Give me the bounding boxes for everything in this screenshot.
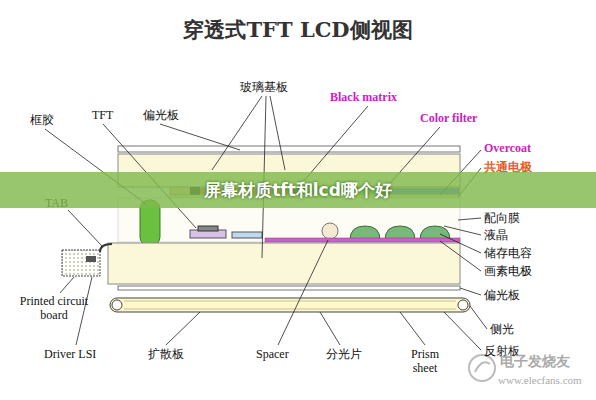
part-label: Prism sheet — [400, 347, 450, 375]
watermark: 电子发烧友 — [500, 355, 570, 369]
part-label: 液晶 — [484, 228, 508, 242]
part-label: Overcoat — [484, 141, 531, 155]
watermark: www.elecfans.com — [498, 373, 582, 387]
part-label: 侧光 — [490, 322, 514, 336]
part-label: Color filter — [420, 111, 477, 125]
part-label: 储存电容 — [484, 246, 532, 260]
title-banner: 屏幕材质tft和lcd哪个好 — [0, 172, 596, 208]
part-label: 分光片 — [326, 347, 362, 361]
part-label: 玻璃基板 — [240, 80, 288, 94]
part-label: 框胶 — [30, 113, 54, 127]
part-label: Printed circuit board — [14, 294, 94, 322]
part-label: 偏光板 — [484, 288, 520, 302]
part-label: 偏光板 — [143, 108, 179, 122]
part-label: 画素电极 — [484, 264, 532, 278]
part-label: Driver LSI — [44, 347, 96, 361]
part-label: Spacer — [256, 347, 289, 361]
part-label: 扩散板 — [148, 347, 184, 361]
part-label: 配向膜 — [484, 211, 520, 225]
banner-text: 屏幕材质tft和lcd哪个好 — [204, 179, 392, 202]
part-label: Black matrix — [330, 90, 397, 104]
diagram-title: 穿透式TFT LCD侧视图 — [0, 16, 596, 44]
part-label: TFT — [92, 108, 113, 122]
